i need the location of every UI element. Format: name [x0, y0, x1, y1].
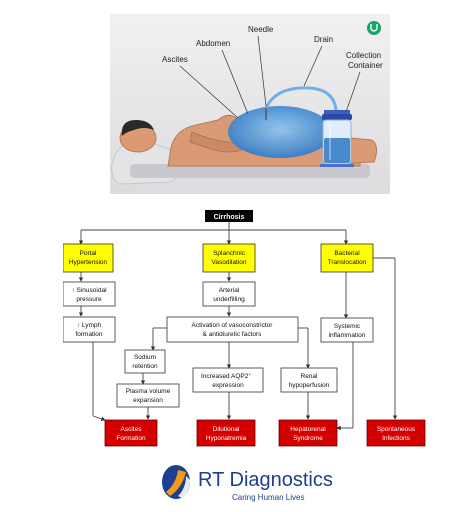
node-arterial-line2: underfilling	[213, 296, 245, 303]
node-cirrhosis-label: Cirrhosis	[214, 214, 245, 221]
node-splanchnic-vasodilation	[202, 243, 256, 273]
node-aqp2-expression	[192, 367, 264, 393]
node-plasma-line1: Plasma volume	[126, 388, 171, 395]
node-activation-line2: & antidiuretic factors	[203, 331, 263, 338]
node-hyponatremia-line2: Hyponatremia	[206, 435, 247, 442]
node-sinusoidal-line1: ↑ Sinusoidal	[71, 287, 107, 294]
node-systemic-line1: Systemic	[334, 323, 361, 330]
label-abdomen: Abdomen	[196, 39, 230, 48]
brand-name: RT Diagnostics	[198, 469, 333, 491]
node-sodium-line1: Sodium	[134, 354, 156, 361]
node-splanchnic-line1: Splanchnic	[213, 250, 246, 257]
node-infections-line2: Infections	[382, 435, 411, 442]
node-spontaneous-infections	[366, 419, 426, 447]
node-bacterial-translocation	[320, 243, 374, 273]
node-ascites-line1: Ascites	[121, 426, 143, 433]
node-aqp2-text: Increased AQP2	[201, 373, 249, 380]
node-portal-hypertension	[63, 243, 114, 273]
node-systemic-inflammation	[320, 317, 374, 343]
pointer-needle	[257, 35, 267, 107]
bed	[130, 164, 370, 178]
node-sodium-retention	[124, 349, 166, 374]
node-renal-line2: hypoperfusion	[289, 382, 330, 389]
node-bacterial-line2: Translocation	[328, 259, 367, 266]
label-collection-line1: Collection	[346, 51, 381, 60]
node-aqp2-line2: expression	[212, 382, 244, 389]
label-drain: Drain	[314, 35, 333, 44]
pointer-abdomen	[221, 49, 249, 115]
drain-tube	[264, 86, 338, 111]
logo-mark-icon	[162, 465, 190, 499]
node-ascites-line2: Formation	[116, 435, 146, 442]
node-systemic-line2: inflammation	[329, 332, 366, 339]
patient-hair	[121, 120, 154, 136]
node-hepatorenal-line1: Hepatorenal	[290, 426, 326, 433]
node-aqp2-line1: Increased AQP2+	[201, 372, 251, 380]
node-renal-line1: Renal	[301, 373, 319, 380]
node-plasma-line2: expansion	[133, 397, 163, 404]
node-cirrhosis	[205, 210, 253, 222]
node-plasma-volume	[116, 383, 180, 408]
abdomen-fluid	[228, 106, 332, 158]
node-portal-line2: Hypertension	[69, 259, 108, 266]
collection-container	[320, 110, 354, 167]
node-arterial-line1: Arterial	[219, 287, 240, 294]
label-collection-line2: Container	[348, 61, 383, 70]
paracentesis-illustration: Ascites Abdomen Needle Drain Collection …	[110, 14, 390, 194]
brand-logo: RT Diagnostics Caring Human Lives	[162, 465, 333, 502]
node-splanchnic-line2: Vasodilation	[212, 259, 247, 266]
node-lymph-formation	[63, 316, 116, 343]
node-arterial-underfilling	[202, 281, 256, 307]
pointer-ascites	[179, 65, 239, 119]
node-lymph-line2: formation	[75, 331, 102, 338]
node-sinusoidal-pressure	[63, 281, 116, 307]
node-lymph-line1: ↑ Lymph	[77, 322, 102, 329]
badge-icon	[367, 21, 381, 35]
node-renal-hypoperfusion	[280, 367, 338, 393]
node-portal-line1: Portal	[80, 250, 98, 257]
pointer-drain	[303, 45, 323, 87]
cirrhosis-flowchart: Cirrhosis Portal Hypertension Splanchnic…	[63, 210, 426, 447]
node-infections-line1: Spontaneous	[377, 426, 416, 433]
connectors	[78, 222, 398, 431]
node-sinusoidal-line2: pressure	[76, 296, 102, 303]
node-bacterial-line1: Bacterial	[334, 250, 360, 257]
pointer-container	[345, 71, 361, 113]
label-ascites: Ascites	[162, 55, 188, 64]
node-aqp2-superscript: +	[248, 372, 251, 377]
node-sodium-line2: retention	[132, 363, 158, 370]
node-dilutional-hyponatremia	[196, 419, 256, 447]
node-hepatorenal-syndrome	[278, 419, 338, 447]
brand-tagline: Caring Human Lives	[232, 493, 304, 502]
node-activation-line1: Activation of vasoconstrictor	[192, 322, 274, 329]
node-activation-factors	[166, 316, 299, 343]
node-hepatorenal-line2: Syndrome	[293, 435, 323, 442]
label-needle: Needle	[248, 25, 274, 34]
node-hyponatremia-line1: Dilutional	[213, 426, 240, 433]
node-ascites-formation	[104, 419, 158, 447]
